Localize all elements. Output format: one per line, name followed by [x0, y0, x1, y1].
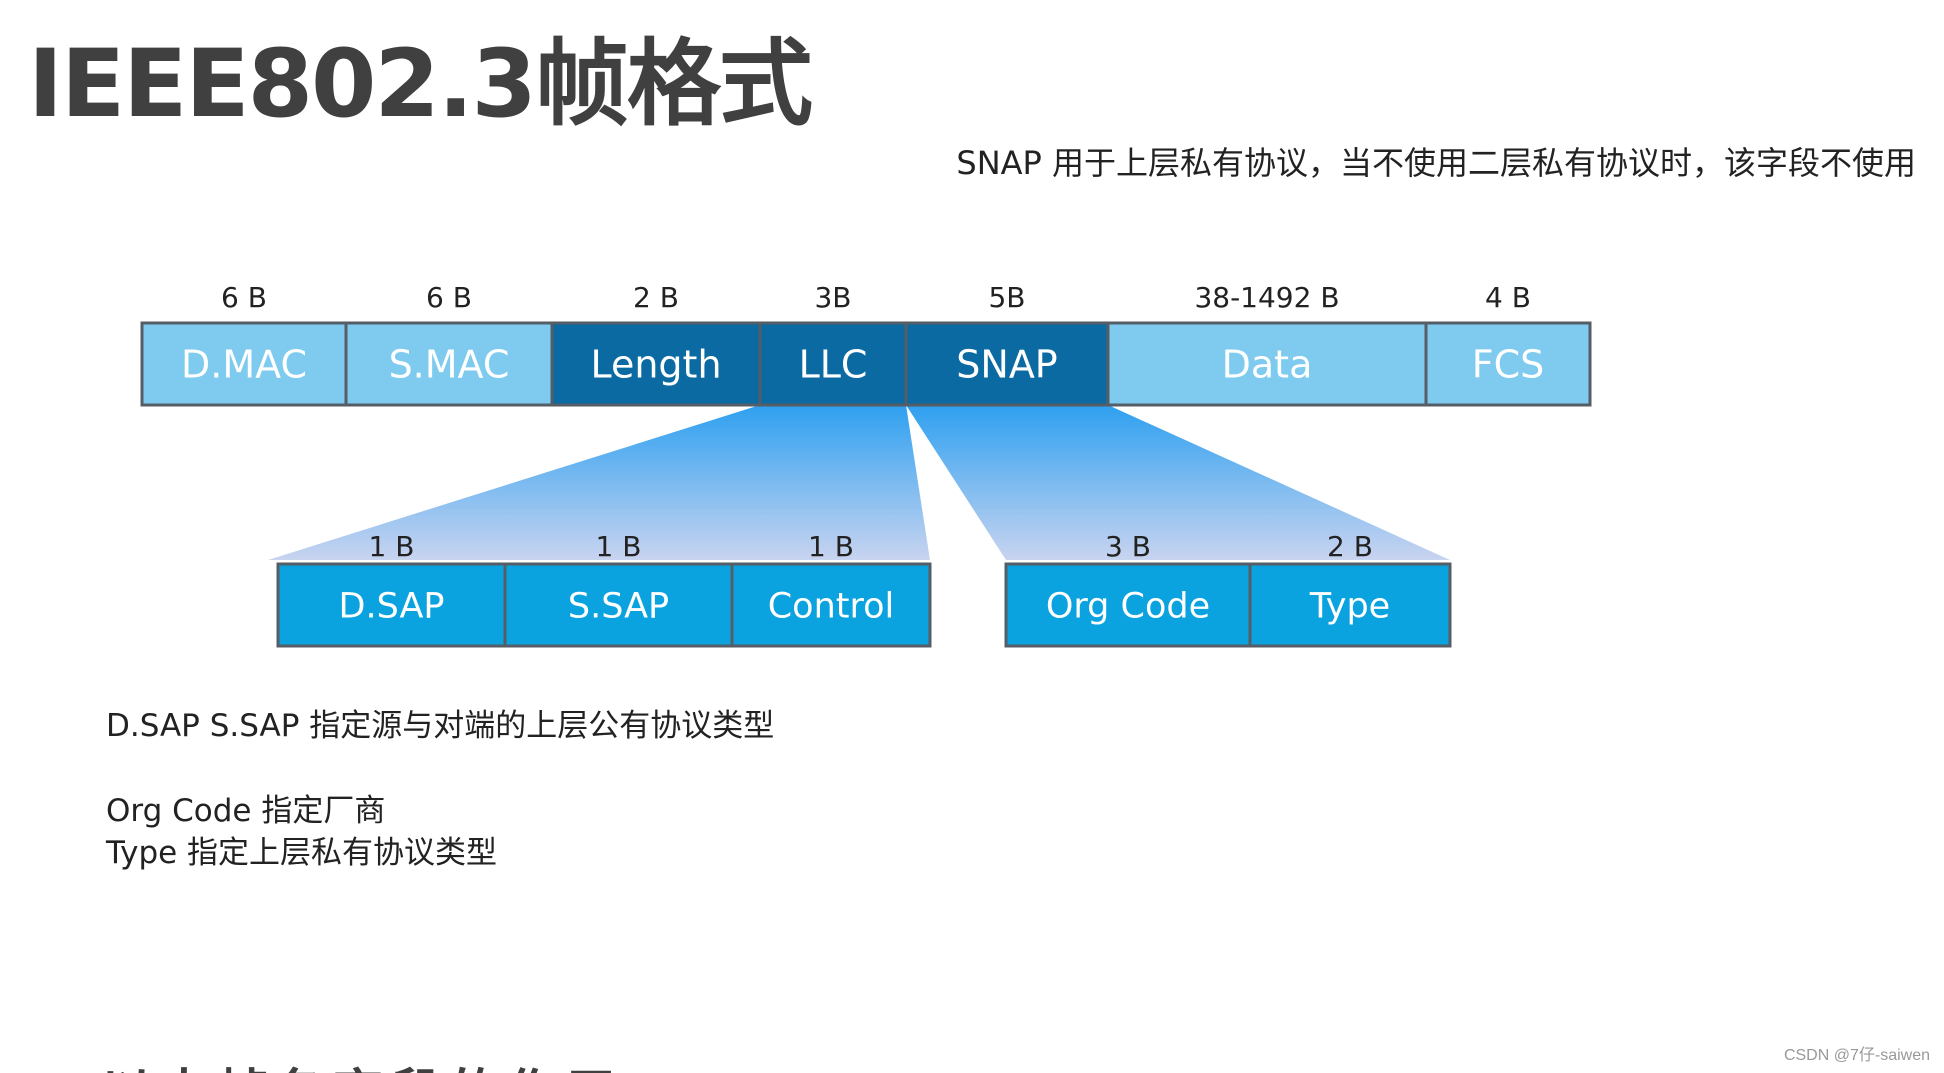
frame-llc-box	[758, 321, 908, 407]
org-code-description: Org Code 指定厂商	[106, 793, 386, 829]
watermark: CSDN @7仔-saiwen	[1783, 1047, 1930, 1064]
snap-org-code-box	[1004, 562, 1252, 648]
frame-llc-size: 3B	[814, 281, 851, 314]
frame-fcs-size: 4 B	[1485, 281, 1531, 314]
frame-data-size: 38-1492 B	[1194, 281, 1339, 314]
frame-llc-label: LLC	[799, 343, 868, 387]
llc-d-sap-box	[276, 562, 507, 648]
frame-fcs-box	[1424, 321, 1592, 407]
frame-fcs-label: FCS	[1472, 343, 1545, 387]
frame-length-box	[550, 321, 762, 407]
snap-type-size: 2 B	[1327, 530, 1373, 563]
frame-length-label: Length	[590, 343, 721, 387]
frame-s-mac-label: S.MAC	[389, 343, 510, 387]
frame-snap-box	[904, 321, 1110, 407]
llc-control-box	[730, 562, 932, 648]
snap-type-box	[1248, 562, 1452, 648]
page-title: IEEE802.3帧格式	[28, 30, 813, 139]
llc-control-size: 1 B	[808, 530, 854, 563]
frame-data-box	[1106, 321, 1428, 407]
frame-d-mac-label: D.MAC	[181, 343, 307, 387]
frame-s-mac-size: 6 B	[426, 281, 472, 314]
snap-type-label: Type	[1309, 587, 1390, 627]
snap-org-code-size: 3 B	[1105, 530, 1151, 563]
snap-org-code-label: Org Code	[1046, 587, 1210, 627]
llc-d-sap-label: D.SAP	[339, 587, 445, 627]
cut-off-heading: 以太帧各字段的作用	[100, 1052, 622, 1073]
snap-note: SNAP 用于上层私有协议，当不使用二层私有协议时，该字段不使用	[956, 144, 1916, 182]
frame-snap-label: SNAP	[956, 343, 1057, 387]
llc-d-sap-size: 1 B	[369, 530, 415, 563]
llc-s-sap-label: S.SAP	[568, 587, 669, 627]
frame-d-mac-size: 6 B	[221, 281, 267, 314]
frame-d-mac-box	[140, 321, 348, 407]
llc-control-label: Control	[768, 587, 895, 627]
llc-expansion	[268, 405, 930, 560]
snap-expansion	[906, 405, 1450, 560]
type-description: Type 指定上层私有协议类型	[106, 835, 498, 871]
llc-s-sap-size: 1 B	[596, 530, 642, 563]
frame-length-size: 2 B	[633, 281, 679, 314]
frame-snap-size: 5B	[988, 281, 1025, 314]
sap-description: D.SAP S.SAP 指定源与对端的上层公有协议类型	[106, 708, 775, 744]
frame-data-label: Data	[1222, 343, 1313, 387]
